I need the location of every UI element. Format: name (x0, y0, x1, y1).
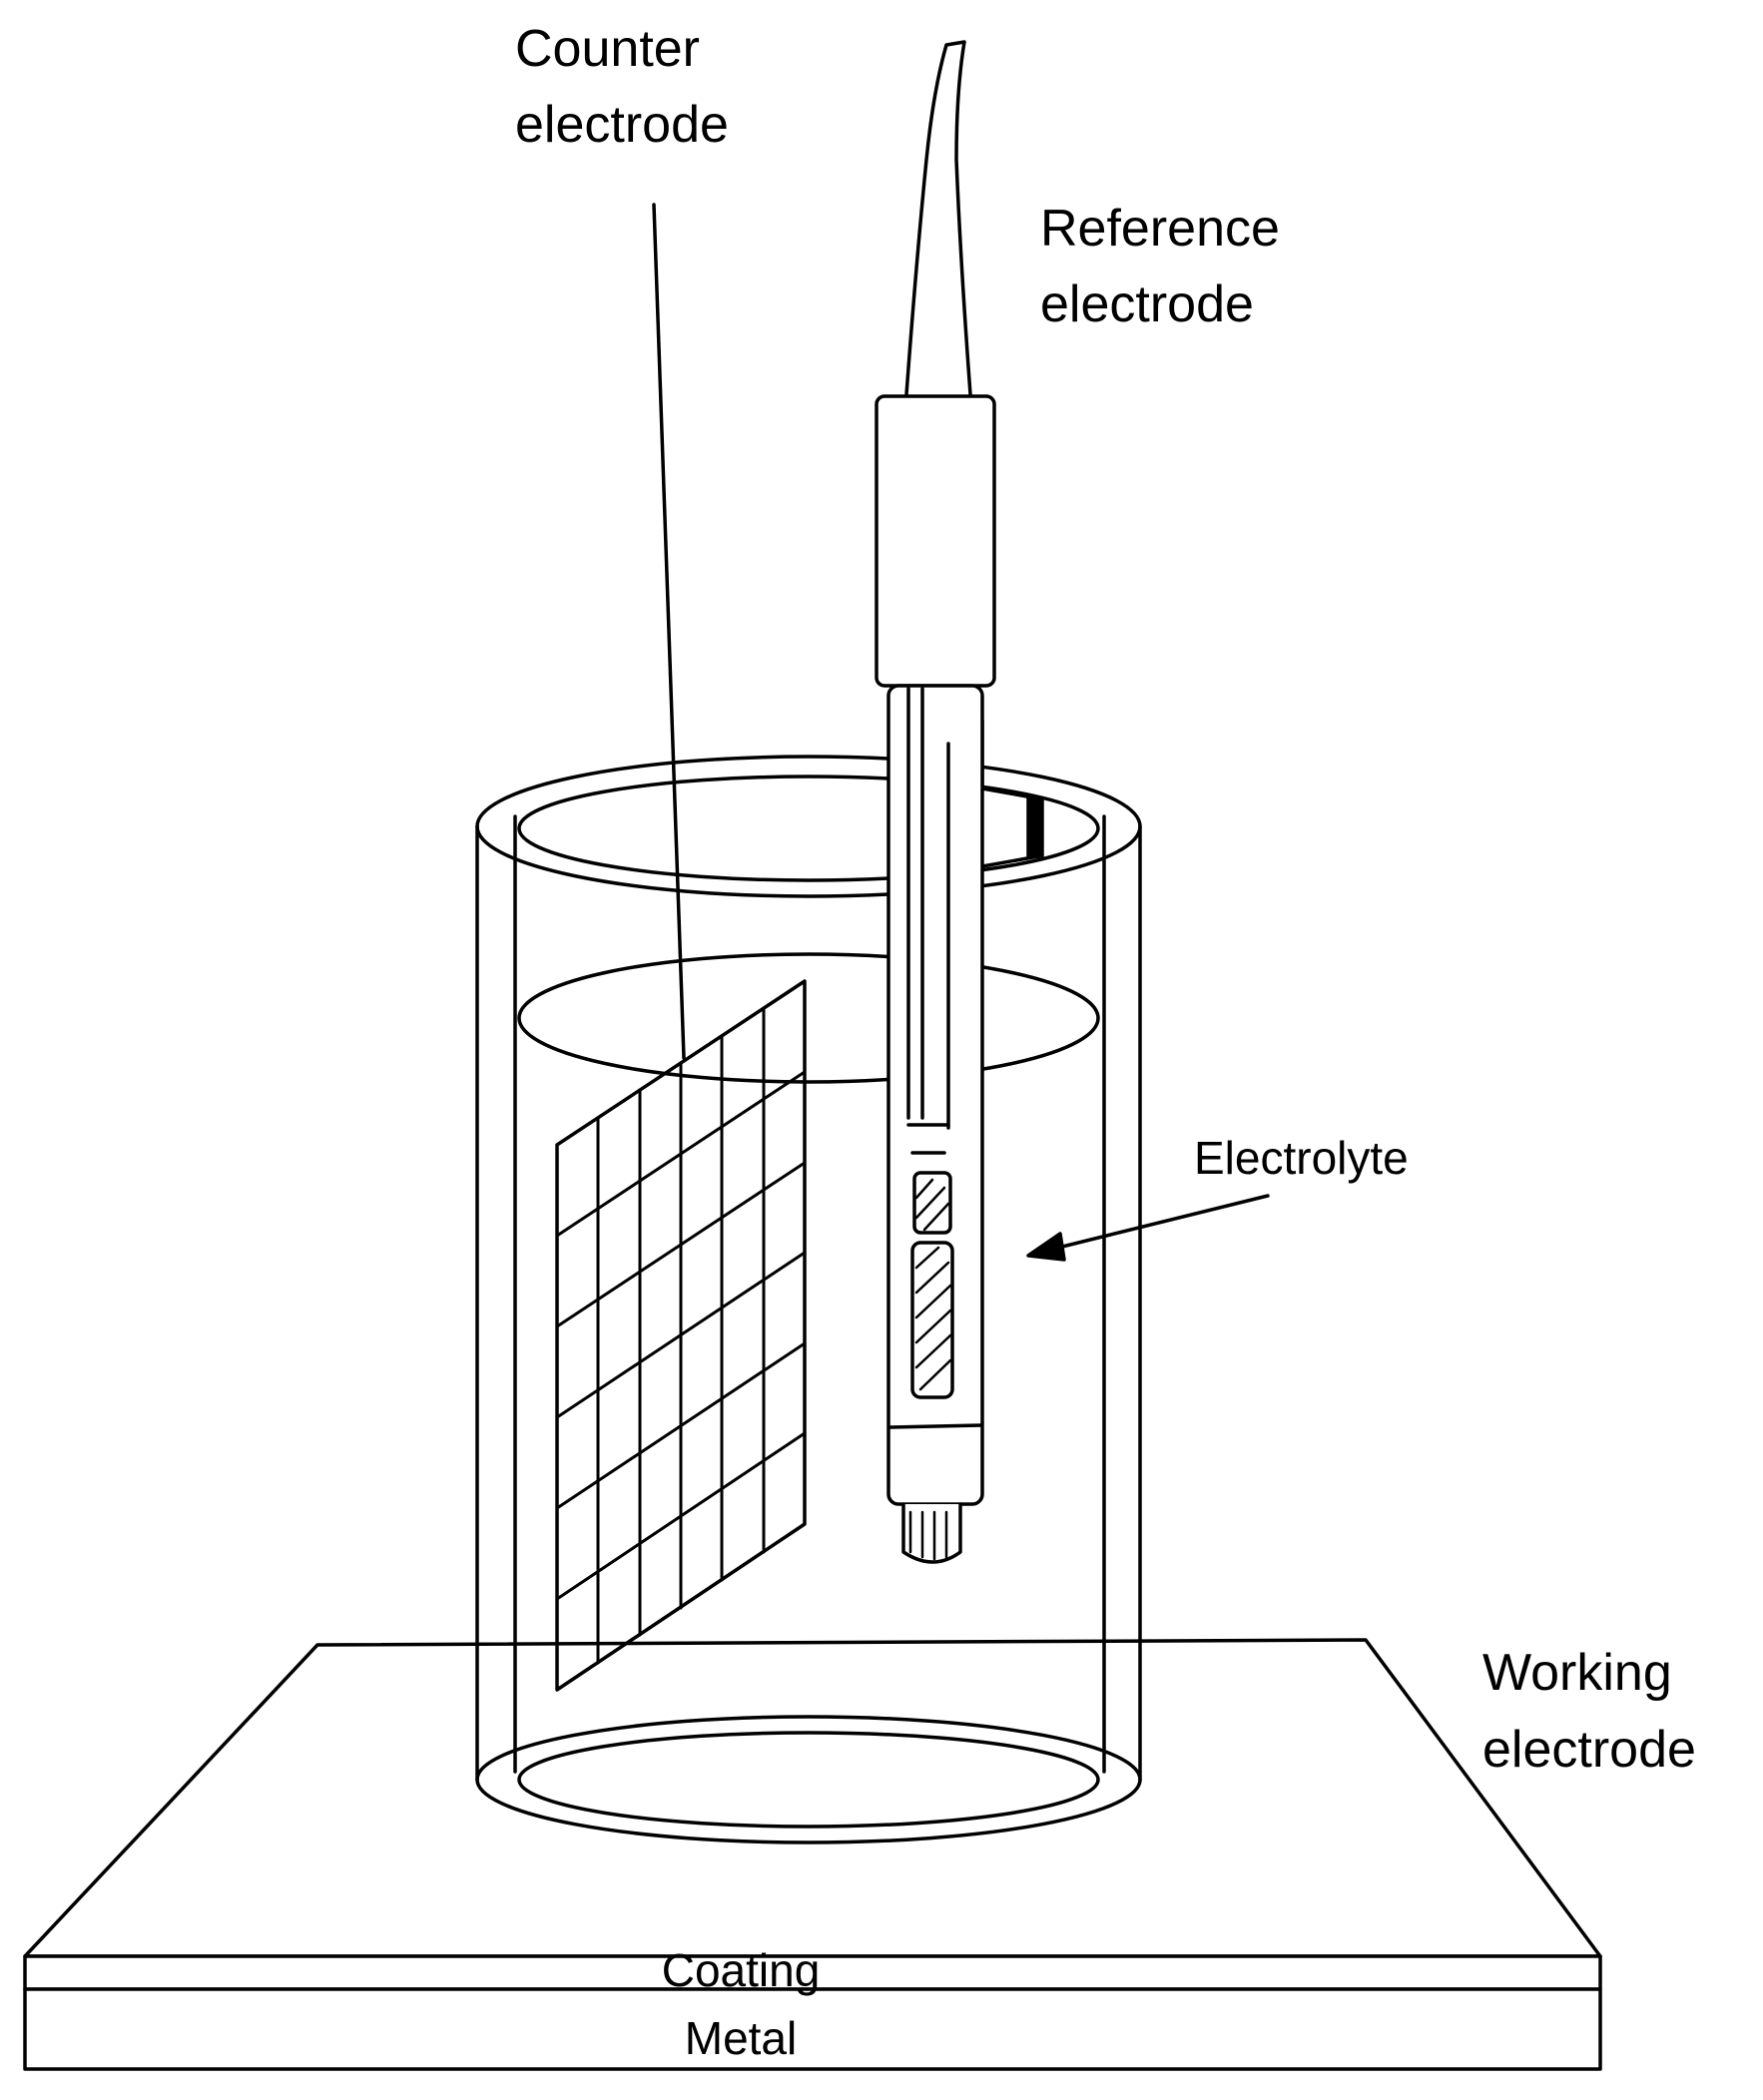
beaker-bottom-inner (517, 1731, 1100, 1829)
counter-electrode (555, 203, 807, 1692)
body-seg-1 (888, 1423, 982, 1429)
label-working-line2: electrode (1482, 1721, 1696, 1779)
metal-layer (23, 1987, 1602, 2071)
plate-top-surface (23, 1638, 1602, 1958)
electrolyte-arrow-line (1036, 1194, 1270, 1255)
electrolyte-arrowhead (1026, 1232, 1066, 1262)
reference-electrode-tip (904, 40, 972, 396)
clamp-dark-bar (1026, 796, 1044, 858)
beaker-rim-inner (517, 775, 1100, 882)
labels: Counter electrode Reference electrode El… (515, 20, 1696, 2064)
frit-hatch (908, 1510, 948, 1561)
label-counter-line1: Counter (515, 20, 700, 78)
reference-electrode-frit (901, 1502, 962, 1564)
label-reference-line1: Reference (1040, 200, 1280, 258)
reference-element-upper-hatch (914, 1178, 950, 1232)
beaker-rim-outer (475, 755, 1142, 898)
label-counter-line2: electrode (515, 96, 729, 154)
electrolyte-pointer (1026, 1194, 1270, 1262)
reference-element-lower-hatch (914, 1246, 952, 1391)
beaker (475, 755, 1142, 1844)
reference-element-lower (910, 1241, 954, 1399)
counter-electrode-mesh-grid (555, 1006, 807, 1665)
working-electrode-plate (23, 1638, 1602, 2071)
reference-electrode-cap (875, 394, 996, 688)
reference-element-upper (912, 1171, 952, 1235)
reference-electrode (875, 40, 1044, 1564)
label-metal: Metal (685, 2012, 797, 2064)
label-reference-line2: electrode (1040, 275, 1254, 333)
label-working-line1: Working (1482, 1644, 1672, 1702)
electrolyte-surface (517, 952, 1100, 1084)
label-coating: Coating (662, 1944, 821, 1996)
counter-electrode-wire (652, 203, 686, 1060)
label-electrolyte: Electrolyte (1194, 1132, 1409, 1184)
